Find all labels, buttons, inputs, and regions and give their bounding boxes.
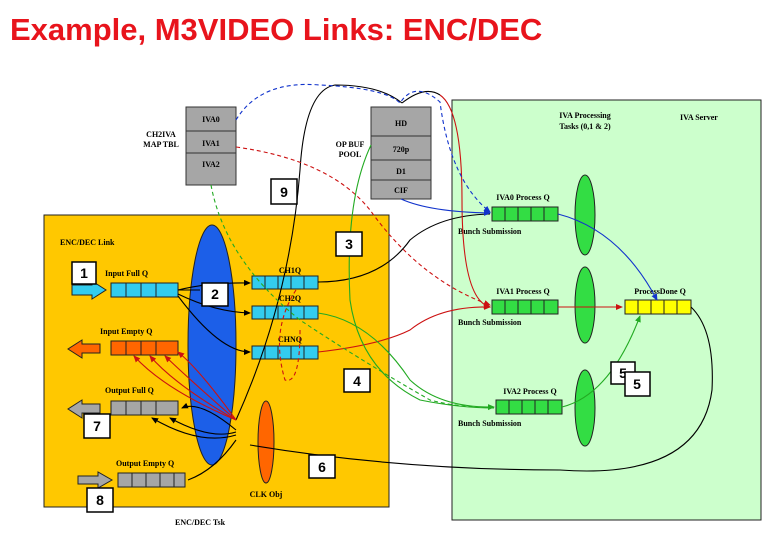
iva1-task-ellipse (574, 266, 596, 344)
step-1: 1 (71, 261, 97, 285)
clk-obj-label: CLK Obj (250, 490, 283, 499)
svg-text:8: 8 (96, 492, 104, 508)
svg-text:2: 2 (211, 286, 219, 302)
map-row-iva1: IVA1 (202, 139, 220, 148)
pool-row-hd: HD (395, 119, 407, 128)
iva2-process-q-label: IVA2 Process Q (503, 387, 556, 396)
output-empty-q-label: Output Empty Q (116, 459, 174, 468)
svg-text:1: 1 (80, 265, 88, 281)
svg-text:9: 9 (280, 184, 288, 200)
output-full-q-label: Output Full Q (105, 386, 154, 395)
ch2iva-map-table: IVA0 IVA1 IVA2 (185, 106, 237, 186)
pool-row-d1: D1 (396, 167, 406, 176)
map-row-iva2: IVA2 (202, 160, 220, 169)
op-buffer-pool: HD 720p D1 CIF (370, 106, 432, 200)
input-full-q-label: Input Full Q (105, 269, 148, 278)
input-full-queue (110, 282, 179, 298)
output-empty-queue (117, 472, 186, 488)
red-flow-lines (133, 94, 623, 421)
step-6: 6 (308, 454, 336, 479)
step-2: 2 (201, 282, 229, 307)
output-full-exit-arrow (67, 399, 101, 419)
encdec-task-label: ENC/DEC Tsk (175, 518, 226, 527)
svg-text:4: 4 (353, 373, 361, 389)
green-flow-lines (210, 144, 641, 411)
process-done-queue (624, 299, 692, 315)
map-table-label-line2: MAP TBL (143, 140, 179, 149)
step-3: 3 (335, 231, 363, 257)
step-4: 4 (343, 368, 371, 393)
blue-flow-lines (235, 83, 658, 301)
chnq-label: CHNQ (278, 335, 302, 344)
iva0-task-ellipse (574, 174, 596, 256)
iva1-process-queue (491, 299, 559, 315)
ch2-queue (251, 305, 319, 320)
bunch-submission-label-2: Bunch Submission (458, 419, 522, 428)
svg-text:5: 5 (633, 376, 641, 392)
map-table-label-line1: CH2IVA (146, 130, 176, 139)
output-full-queue (110, 400, 179, 416)
page-title: Example, M3VIDEO Links: ENC/DEC (10, 12, 543, 47)
pool-row-cif: CIF (394, 186, 408, 195)
buffer-pool-label-line2: POOL (339, 150, 362, 159)
input-empty-queue (110, 340, 179, 356)
iva0-process-queue (491, 206, 559, 222)
step-5: 5 (624, 371, 651, 397)
iva-tasks-label-line2: Tasks (0,1 & 2) (559, 122, 611, 131)
output-empty-entry-arrow (77, 471, 114, 489)
chn-queue (251, 345, 319, 360)
iva2-process-queue (495, 399, 563, 415)
bunch-submission-label-1: Bunch Submission (458, 318, 522, 327)
ch1q-label: CH1Q (279, 266, 301, 275)
map-row-iva0: IVA0 (202, 115, 220, 124)
iva0-process-q-label: IVA0 Process Q (496, 193, 549, 202)
bunch-submission-label-0: Bunch Submission (458, 227, 522, 236)
iva1-process-q-label: IVA1 Process Q (496, 287, 549, 296)
svg-text:5: 5 (619, 365, 627, 381)
ch2q-label: CH2Q (279, 294, 301, 303)
black-flow-lines (151, 84, 713, 481)
svg-text:6: 6 (318, 459, 326, 475)
buffer-pool-label-line1: OP BUF (336, 140, 365, 149)
step-8: 8 (86, 487, 114, 513)
ch1-queue (251, 275, 319, 290)
iva-tasks-label-line1: IVA Processing (559, 111, 611, 120)
svg-text:7: 7 (93, 418, 101, 434)
svg-text:3: 3 (345, 236, 353, 252)
iva2-task-ellipse (574, 369, 596, 447)
encdec-link-label: ENC/DEC Link (60, 238, 115, 247)
process-done-q-label: ProcessDone Q (634, 287, 686, 296)
pool-row-720p: 720p (393, 145, 410, 154)
input-empty-q-label: Input Empty Q (100, 327, 152, 336)
step-7: 7 (83, 413, 111, 439)
iva-server-label: IVA Server (680, 113, 718, 122)
step-9: 9 (270, 178, 298, 205)
clk-obj-ellipse (257, 400, 275, 484)
input-empty-exit-arrow (67, 339, 101, 359)
